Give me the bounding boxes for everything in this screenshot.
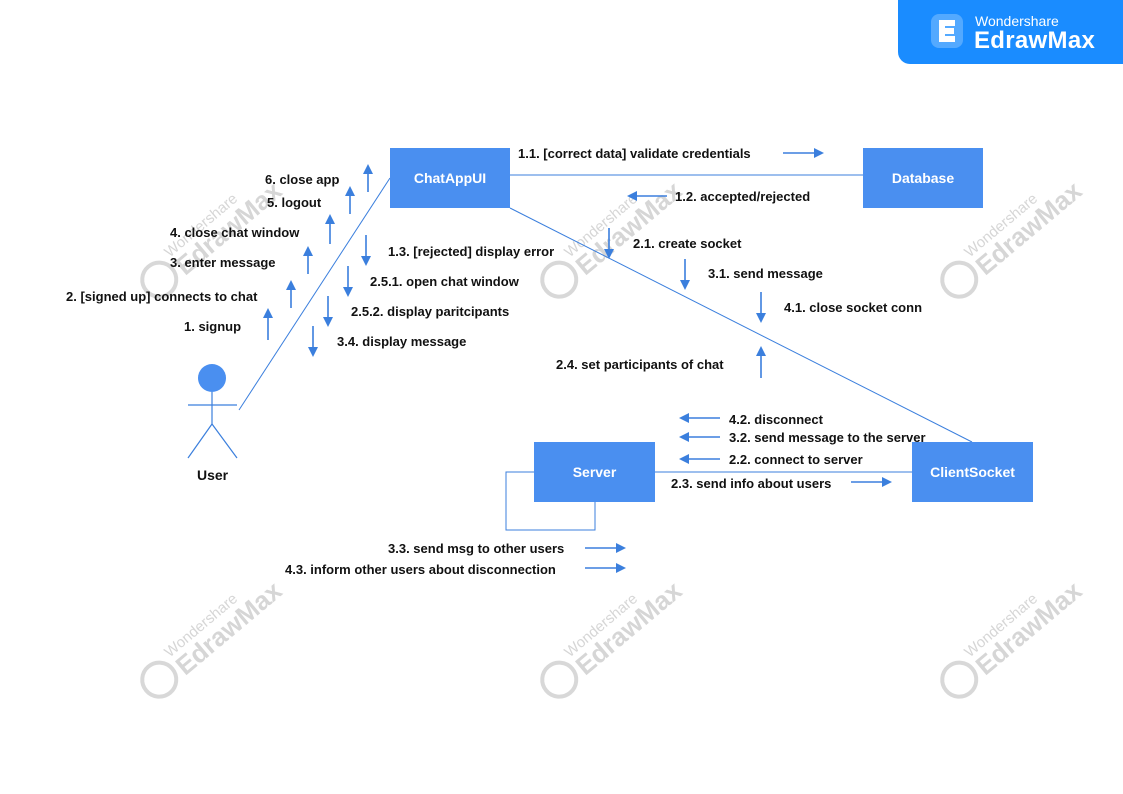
message-label: 4.3. inform other users about disconnect…	[285, 562, 556, 577]
message-label: 4.2. disconnect	[729, 412, 823, 427]
message-label: 1. signup	[184, 319, 242, 334]
message-label: 3. enter message	[170, 255, 276, 270]
actor-label: User	[197, 467, 229, 483]
message-label: 3.4. display message	[337, 334, 467, 349]
message-label: 1.2. accepted/rejected	[675, 189, 811, 204]
message-label: 5. logout	[267, 195, 322, 210]
edrawmax-logo-icon	[931, 14, 963, 48]
message-label: 1.3. [rejected] display error	[388, 244, 555, 259]
brand-badge: Wondershare EdrawMax	[898, 0, 1123, 64]
message-label: 4. close chat window	[170, 225, 300, 240]
message-label: 2.4. set participants of chat	[556, 357, 724, 372]
brand-company: Wondershare	[975, 13, 1059, 29]
message-arrows	[263, 148, 892, 573]
message-label: 2.1. create socket	[633, 236, 742, 251]
message-label: 6. close app	[265, 172, 340, 187]
link-user-chatappui	[238, 177, 391, 411]
link-server-self	[505, 471, 596, 531]
user-actor-icon	[187, 364, 238, 459]
link-chatappui-clientsocket	[509, 207, 973, 443]
message-label: 3.1. send message	[708, 266, 823, 281]
message-label: 2.5.1. open chat window	[370, 274, 519, 289]
message-label: 1.1. [correct data] validate credentials	[518, 146, 751, 161]
brand-product: EdrawMax	[974, 27, 1096, 54]
message-label: 3.3. send msg to other users	[388, 541, 565, 556]
object-clientsocket: ClientSocket	[912, 442, 1033, 502]
object-chatappui: ChatAppUI	[390, 148, 510, 208]
message-label: 2. [signed up] connects to chat	[66, 289, 258, 304]
message-label: 4.1. close socket conn	[784, 300, 923, 315]
object-database: Database	[863, 148, 983, 208]
message-label: 2.3. send info about users	[671, 476, 832, 491]
object-server: Server	[534, 442, 655, 502]
message-label: 2.2. connect to server	[729, 452, 863, 467]
message-label: 3.2. send message to the server	[729, 430, 926, 445]
message-label: 2.5.2. display paritcipants	[351, 304, 510, 319]
